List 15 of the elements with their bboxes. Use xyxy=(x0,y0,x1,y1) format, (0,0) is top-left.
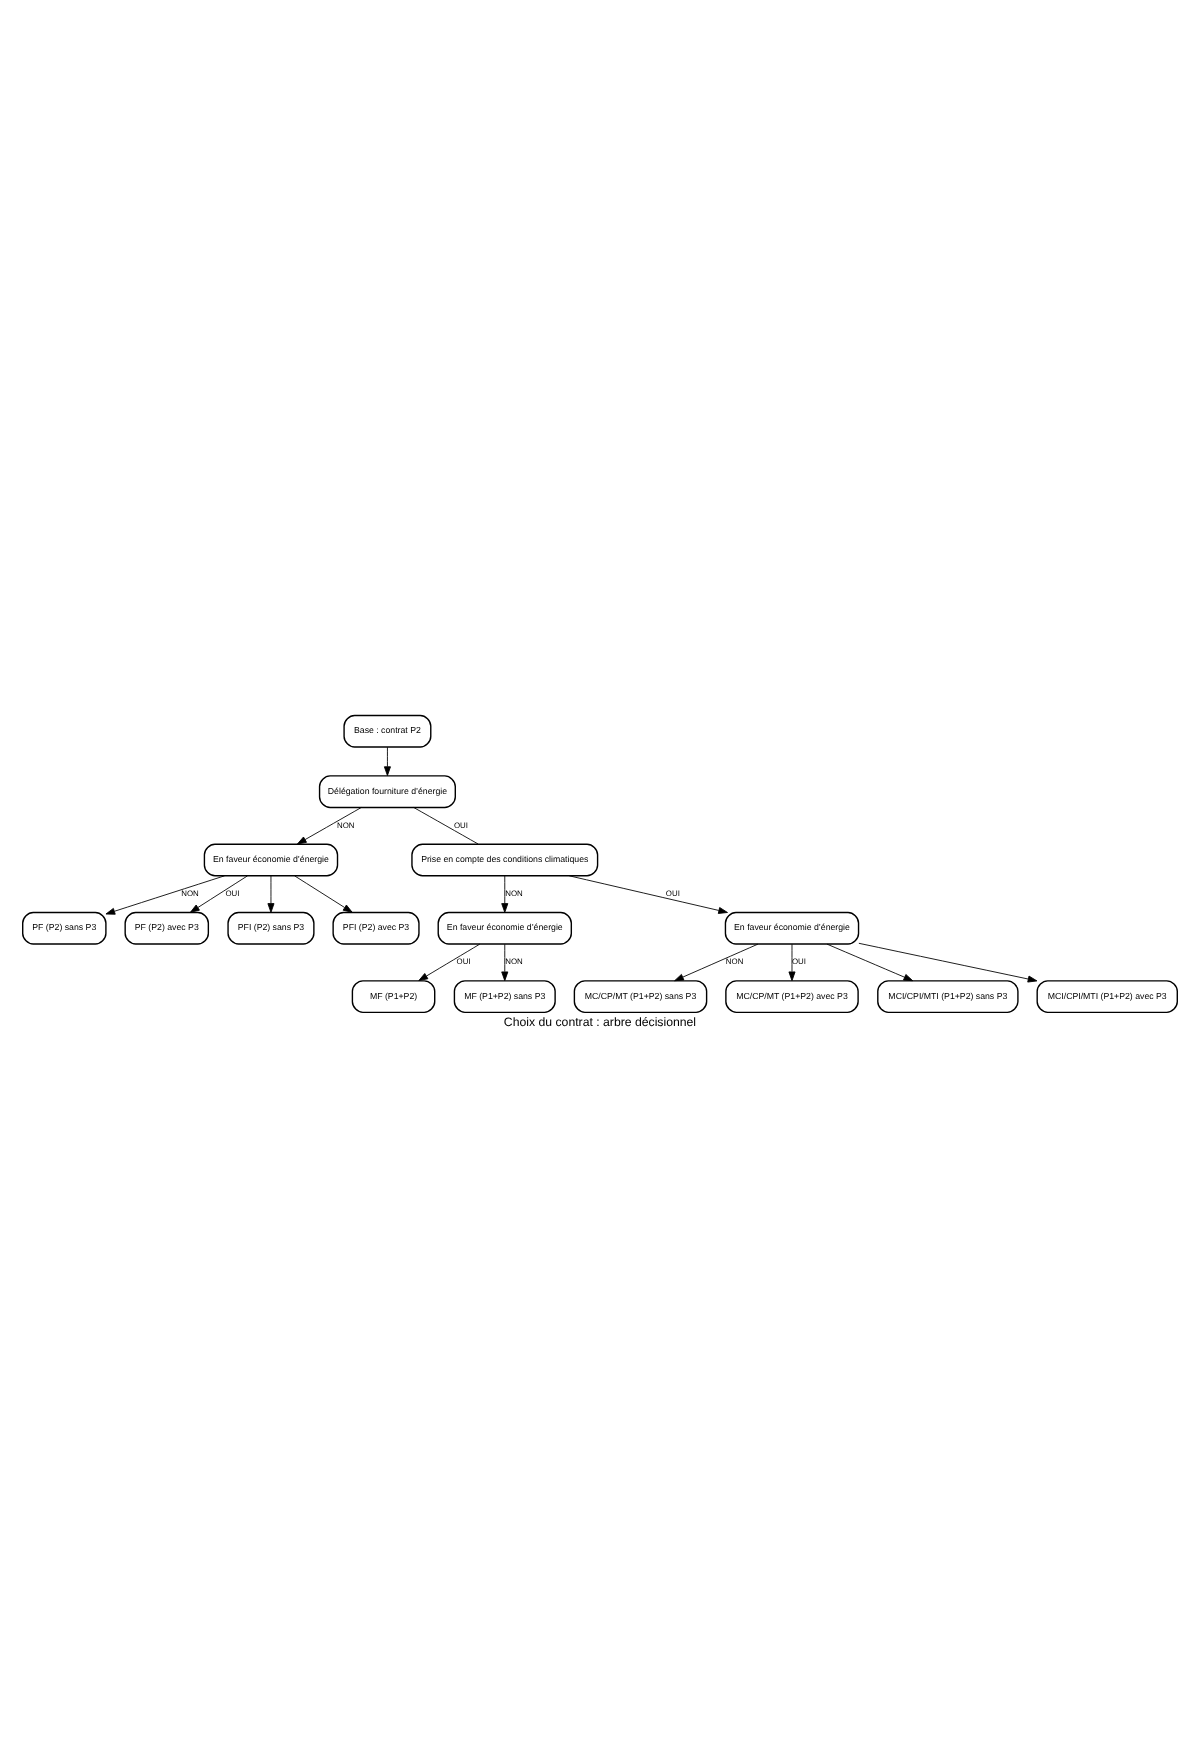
arrow xyxy=(418,942,481,981)
arrow xyxy=(501,942,509,981)
arrow xyxy=(190,874,248,912)
arrow xyxy=(383,745,391,775)
arrow xyxy=(568,874,728,913)
arrow xyxy=(826,942,914,981)
arrow xyxy=(105,874,226,914)
arrow xyxy=(788,942,796,981)
arrow xyxy=(267,874,275,912)
arrow xyxy=(858,941,1038,982)
arrow xyxy=(501,874,509,912)
arrow xyxy=(674,942,759,981)
connector xyxy=(413,806,479,844)
arrow xyxy=(294,874,353,912)
arrow xyxy=(297,806,362,844)
